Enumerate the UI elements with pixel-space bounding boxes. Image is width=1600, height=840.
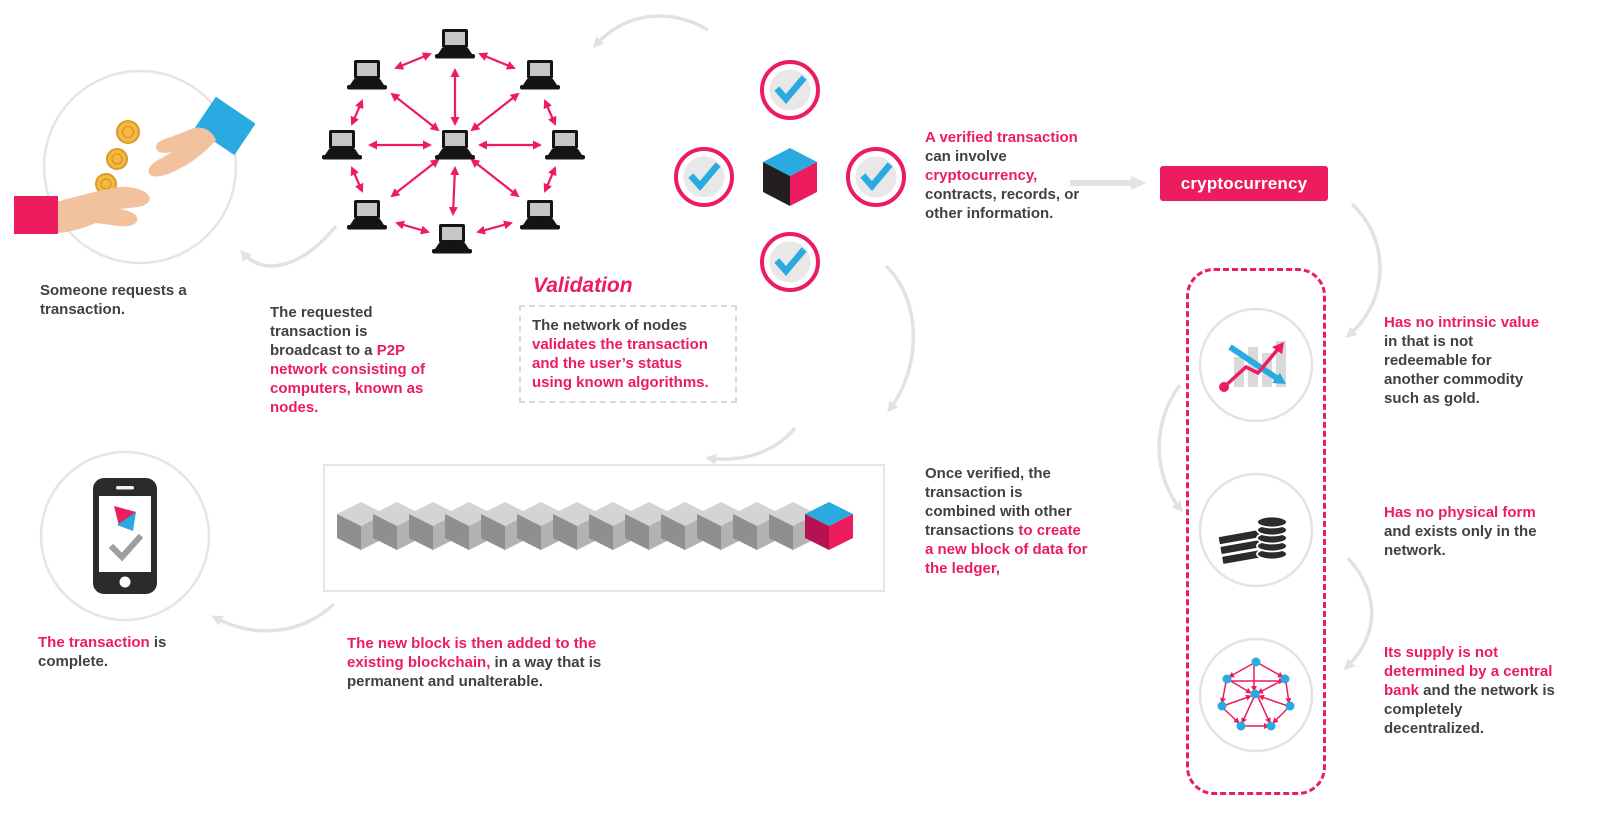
app-logo-pink-triangle [114, 506, 136, 526]
decentralized-network-icon [1198, 637, 1314, 753]
block-cube-icon [763, 148, 817, 206]
broadcast-text-pink: P2P network consisting of computers, kno… [270, 342, 426, 417]
arrow-top-to-network [593, 14, 709, 49]
verification-cluster [674, 60, 906, 292]
blue-cuff [194, 96, 255, 156]
smartphone-illustration [39, 450, 211, 622]
laptop-icon [347, 200, 387, 230]
circle-frame [39, 450, 211, 622]
arrow-cluster-to-combined [884, 264, 916, 413]
combined-text-dark: Once verified, the transaction is combin… [925, 465, 1072, 540]
combined-text-pink: to create a new block of data for the le… [925, 522, 1088, 578]
arrow-into-chainbox [705, 426, 797, 465]
broadcast-caption: The requested transaction is broadcast t… [270, 303, 430, 417]
verified-text-pink2: cryptocurrency, [925, 167, 1038, 185]
check-circle-icon [674, 147, 734, 207]
blockchain-container [323, 464, 885, 592]
chart-trend-icon [1198, 307, 1314, 423]
complete-text-dark: is complete. [38, 634, 167, 671]
verified-text-pink1: A verified transaction [925, 129, 1078, 146]
pink-cuff [14, 196, 58, 234]
p2p-network-diagram [322, 29, 585, 254]
new-block-cube [805, 502, 853, 550]
verified-text-dark2: contracts, records, or other information… [925, 186, 1080, 223]
coin-icons [95, 120, 140, 195]
laptop-icon [432, 224, 472, 254]
verified-caption: A verified transaction can involve crypt… [925, 128, 1105, 223]
property-2-pink: Has no physical form [1384, 504, 1536, 521]
added-text-dark: in a way that is permanent and unalterab… [347, 654, 602, 691]
request-illustration [14, 69, 255, 265]
laptop-icon [520, 60, 560, 90]
cryptocurrency-label-button: cryptocurrency [1160, 166, 1328, 201]
app-logo-blue-triangle [117, 512, 136, 531]
laptop-icon [435, 29, 475, 59]
property-1-pink: Has no intrinsic value [1384, 314, 1540, 331]
validation-title: Validation [533, 274, 633, 297]
arrow-chain-to-phone [211, 602, 336, 633]
added-caption: The new block is then added to the exist… [347, 634, 632, 691]
arrow-button-to-icon1 [1345, 202, 1382, 338]
laptop-icon [347, 60, 387, 90]
validation-note: The network of nodes validates the trans… [519, 305, 737, 404]
check-icon [108, 533, 144, 562]
property-2-dark: and exists only in the network. [1384, 523, 1537, 560]
giving-hand [148, 96, 255, 177]
check-circle-icon [760, 232, 820, 292]
blockchain-cubes [337, 502, 853, 550]
request-caption: Someone requests a transaction. [40, 281, 210, 319]
property-3-pink: Its supply is not determined by a centra… [1384, 644, 1553, 700]
circle-frame [42, 69, 238, 265]
arrow-network-to-request [240, 224, 338, 268]
complete-text-pink: The transaction [38, 634, 150, 651]
laptop-icon [322, 130, 362, 160]
property-2-caption: Has no physical form and exists only in … [1384, 503, 1554, 560]
laptop-icon [435, 130, 475, 160]
smartphone-icon [93, 478, 157, 594]
complete-caption: The transaction is complete. [38, 633, 188, 671]
verified-text-dark1: can involve [925, 148, 1007, 166]
arrow-icon1-to-icon2 [1157, 383, 1183, 513]
validation-text-pink: validates the transaction and the user’s… [532, 336, 709, 392]
check-circle-icon [760, 60, 820, 120]
laptop-icon [520, 200, 560, 230]
money-stack-icon [1198, 472, 1314, 588]
arrow-icon2-to-icon3 [1343, 556, 1374, 671]
laptop-icon [545, 130, 585, 160]
property-1-dark: in that is not redeemable for another co… [1384, 333, 1524, 408]
broadcast-text-dark: The requested transaction is broadcast t… [270, 304, 377, 360]
cryptocurrency-properties-panel [1186, 268, 1326, 795]
property-1-caption: Has no intrinsic value in that is not re… [1384, 313, 1549, 408]
check-circle-icon [846, 147, 906, 207]
property-3-dark: and the network is completely decentrali… [1384, 682, 1555, 738]
validation-text-dark: The network of nodes [532, 317, 688, 334]
combined-caption: Once verified, the transaction is combin… [925, 464, 1090, 578]
network-arrows [350, 52, 557, 235]
request-caption-text: Someone requests a transaction. [40, 282, 187, 319]
added-text-pink: The new block is then added to the exist… [347, 635, 597, 672]
receiving-hand [14, 186, 150, 234]
property-3-caption: Its supply is not determined by a centra… [1384, 643, 1559, 738]
